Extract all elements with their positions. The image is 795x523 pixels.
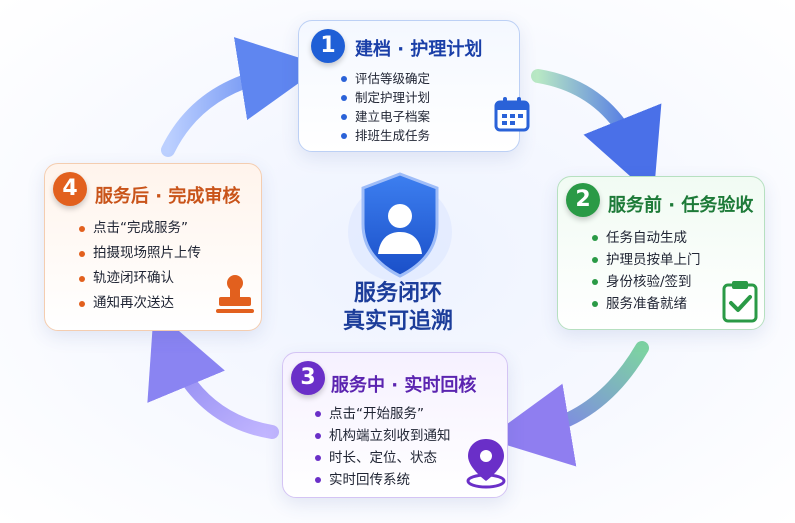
list-item: 通知再次送达 (79, 291, 201, 316)
step-title: 建档 · 护理计划 (355, 39, 483, 60)
center-line-1: 服务闭环 (353, 281, 442, 306)
arrow-1-to-2 (531, 69, 662, 197)
center-line-2: 真实可追溯 (342, 309, 453, 334)
list-item: 机构端立刻收到通知 (315, 425, 451, 447)
step-card-1: 1 建档 · 护理计划 评估等级确定 制定护理计划 建立电子档案 排班生成任务 (298, 20, 530, 152)
calendar-icon (494, 97, 530, 132)
step-card-2: 2 服务前 · 任务验收 任务自动生成 护理员按单上门 身份核验/签到 服务准备… (557, 176, 765, 330)
arrow-3-to-4 (147, 309, 279, 439)
list-item: 建立电子档案 (341, 107, 430, 126)
step-number-badge: 1 (311, 29, 345, 63)
step-title: 服务后 · 完成审核 (95, 186, 241, 207)
step-list: 任务自动生成 护理员按单上门 身份核验/签到 服务准备就绪 (592, 227, 701, 315)
list-item: 点击“完成服务” (79, 216, 201, 241)
arrow-2-to-3 (486, 341, 649, 467)
step-list: 评估等级确定 制定护理计划 建立电子档案 排班生成任务 (341, 69, 430, 145)
step-list: 点击“完成服务” 拍摄现场照片上传 轨迹闭环确认 通知再次送达 (79, 216, 201, 316)
list-item: 身份核验/签到 (592, 271, 701, 293)
list-item: 点击“开始服务” (315, 403, 451, 425)
list-item: 护理员按单上门 (592, 249, 701, 271)
list-item: 评估等级确定 (341, 69, 430, 88)
list-item: 服务准备就绪 (592, 293, 701, 315)
clipboard-check-icon (722, 281, 758, 323)
list-item: 时长、定位、状态 (315, 447, 451, 469)
stamp-icon (216, 275, 254, 313)
step-number-badge: 3 (291, 361, 325, 395)
step-card-3: 3 服务中 · 实时回核 点击“开始服务” 机构端立刻收到通知 时长、定位、状态… (282, 352, 508, 498)
list-item: 制定护理计划 (341, 88, 430, 107)
step-list: 点击“开始服务” 机构端立刻收到通知 时长、定位、状态 实时回传系统 (315, 403, 451, 491)
list-item: 轨迹闭环确认 (79, 266, 201, 291)
shield-user-icon (348, 172, 452, 282)
center-caption: 服务闭环 真实可追溯 (310, 280, 486, 336)
step-number-badge: 4 (53, 172, 87, 206)
step-title: 服务中 · 实时回核 (331, 375, 477, 396)
list-item: 拍摄现场照片上传 (79, 241, 201, 266)
list-item: 实时回传系统 (315, 469, 451, 491)
location-pin-icon (466, 439, 506, 489)
step-number-badge: 2 (566, 183, 600, 217)
list-item: 任务自动生成 (592, 227, 701, 249)
arrow-4-to-1 (161, 37, 324, 157)
list-item: 排班生成任务 (341, 126, 430, 145)
step-card-4: 4 服务后 · 完成审核 点击“完成服务” 拍摄现场照片上传 轨迹闭环确认 通知… (44, 163, 262, 331)
step-title: 服务前 · 任务验收 (608, 195, 754, 216)
